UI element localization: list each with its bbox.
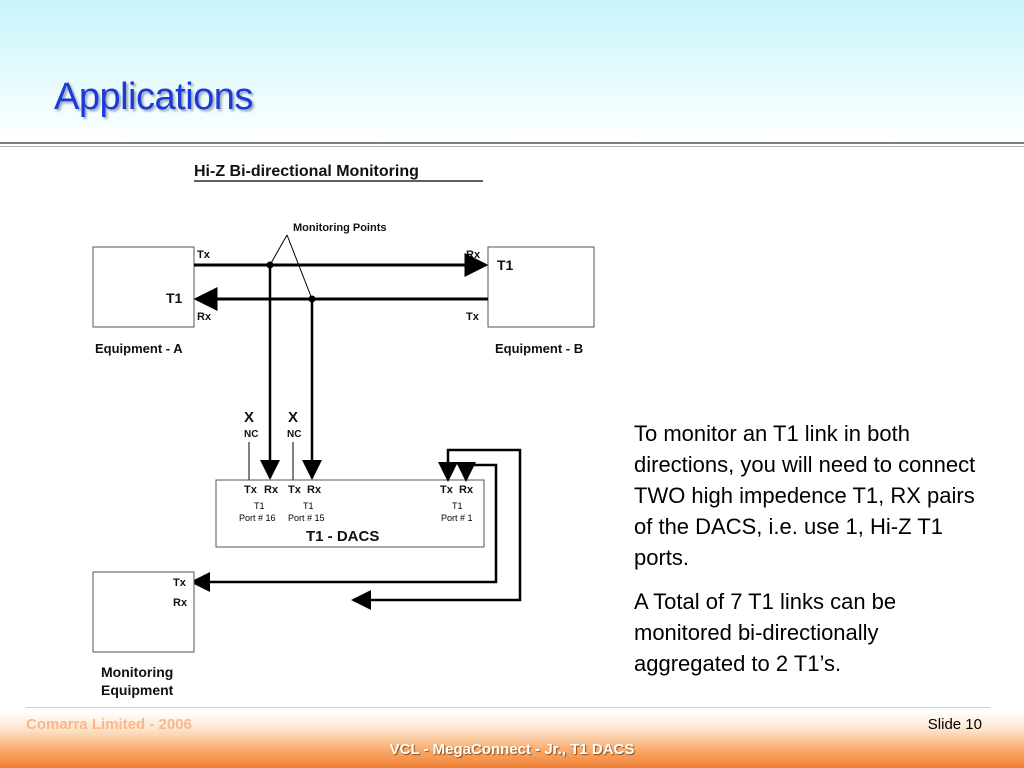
footer-company: Comarra Limited - 2006 [26, 716, 192, 733]
dacs-port1-t1: T1 [452, 501, 463, 511]
monitoring-equipment-tx: Tx [173, 577, 187, 589]
nc-marker-2-nc: NC [287, 429, 301, 440]
equipment-b-label: Equipment - B [495, 341, 583, 356]
monitoring-pointer-2 [286, 234, 313, 300]
dacs-port1-port: Port # 1 [441, 513, 473, 523]
monitoring-equipment-box [92, 571, 195, 653]
header-background [0, 0, 1024, 142]
description-text: To monitor an T1 link in both directions… [634, 418, 994, 692]
equipment-a-rx: Rx [197, 311, 212, 323]
equipment-a-label: Equipment - A [95, 341, 183, 356]
dacs-port1-rx: Rx [459, 484, 474, 496]
monitoring-points-label: Monitoring Points [293, 222, 386, 234]
dacs-port15-t1: T1 [303, 501, 314, 511]
monitoring-equipment-rx: Rx [173, 597, 188, 609]
monitoring-equipment-label-2: Equipment [101, 682, 174, 698]
description-paragraph-2: A Total of 7 T1 links can be monitored b… [634, 589, 897, 676]
dacs-name: T1 - DACS [306, 528, 379, 545]
monitoring-diagram: Hi-Z Bi-directional Monitoring Monitorin… [92, 163, 595, 698]
header-divider [0, 142, 1024, 144]
dacs-port16-t1: T1 [254, 501, 265, 511]
equipment-a-box [92, 246, 195, 328]
dacs-port15-tx: Tx [288, 484, 302, 496]
dacs-port16-tx: Tx [244, 484, 258, 496]
equipment-a-tx: Tx [197, 249, 211, 261]
nc-marker-1-nc: NC [244, 429, 258, 440]
nc-marker-2-x: X [288, 409, 298, 426]
dacs-port16-rx: Rx [264, 484, 279, 496]
nc-marker-1-x: X [244, 409, 254, 426]
port1-rx-loop [190, 462, 498, 592]
port1-tx-loop [351, 448, 522, 610]
slide-number: Slide 10 [927, 716, 982, 733]
equipment-b-tx: Tx [466, 311, 480, 323]
equipment-b-rx: Rx [466, 249, 481, 261]
slide-title: Applications [54, 76, 253, 118]
monitoring-pointer-1 [269, 234, 288, 266]
description-paragraph-1: To monitor an T1 link in both directions… [634, 421, 976, 570]
dacs-port1-tx: Tx [440, 484, 454, 496]
equipment-b-name: T1 [497, 257, 514, 273]
footer-product: VCL - MegaConnect - Jr., T1 DACS [389, 741, 635, 758]
dacs-port15-rx: Rx [307, 484, 322, 496]
diagram-title: Hi-Z Bi-directional Monitoring [194, 163, 419, 180]
equipment-b-box [487, 246, 595, 328]
equipment-a-name: T1 [166, 290, 183, 306]
monitoring-equipment-label-1: Monitoring [101, 664, 173, 680]
footer-divider [26, 707, 990, 708]
dacs-port15-port: Port # 15 [288, 513, 325, 523]
dacs-port16-port: Port # 16 [239, 513, 276, 523]
footer-background [0, 712, 1024, 768]
header-divider-secondary [0, 146, 1024, 147]
